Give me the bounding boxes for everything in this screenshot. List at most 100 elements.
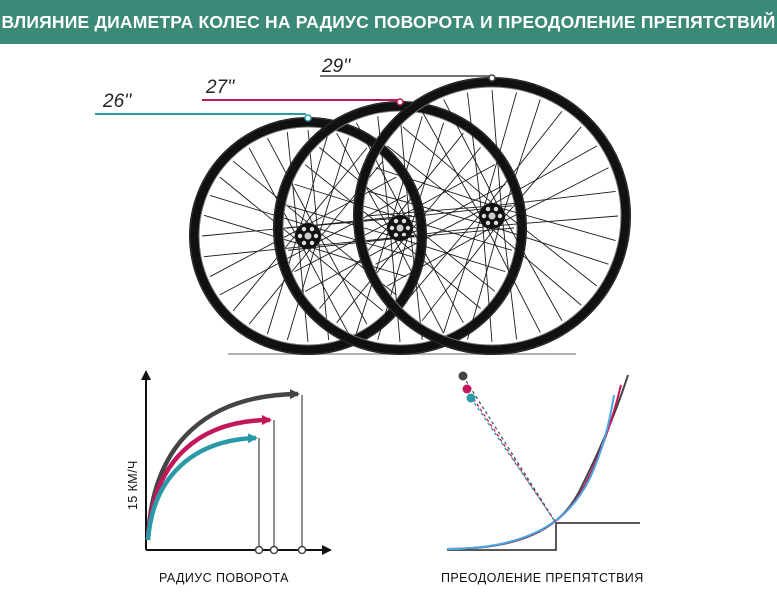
obstacle-x-label: ПРЕОДОЛЕНИЕ ПРЕПЯТСТВИЯ bbox=[441, 571, 644, 585]
spoke bbox=[487, 110, 563, 205]
spoke bbox=[301, 246, 349, 335]
spoke bbox=[491, 89, 502, 209]
hub-bolt bbox=[393, 218, 399, 224]
wheel-label-27: 27'' bbox=[205, 77, 236, 98]
spoke bbox=[298, 243, 309, 343]
spoke bbox=[410, 233, 423, 340]
spoke bbox=[303, 147, 368, 225]
hub-bolt bbox=[393, 232, 399, 238]
spoke bbox=[365, 206, 485, 217]
rim-inner-edge bbox=[198, 126, 418, 346]
wheel-27 bbox=[273, 98, 527, 355]
hub-axle bbox=[488, 212, 496, 220]
spoke bbox=[499, 215, 619, 226]
spoke bbox=[485, 226, 541, 333]
spoke bbox=[267, 239, 297, 335]
turn-marker-27 bbox=[269, 545, 279, 555]
obstacle-dash-27 bbox=[466, 388, 557, 524]
obstacle-dash-29 bbox=[462, 375, 557, 524]
spoke bbox=[482, 223, 493, 343]
spoke bbox=[288, 205, 391, 237]
spoke bbox=[400, 164, 496, 217]
hub-bolt bbox=[485, 220, 491, 226]
spoke bbox=[466, 225, 501, 340]
wheels-group bbox=[189, 74, 631, 355]
spoke bbox=[466, 92, 482, 211]
obstacle-step bbox=[447, 522, 640, 551]
spoke bbox=[377, 116, 390, 223]
hub-bolt bbox=[493, 220, 499, 226]
spoke bbox=[495, 227, 609, 265]
rim-inner-edge bbox=[362, 86, 622, 346]
spoke bbox=[232, 160, 310, 225]
wheel-label-29: 29'' bbox=[321, 56, 352, 77]
hub-bolt bbox=[313, 233, 319, 239]
hub-bolt bbox=[497, 213, 503, 219]
spoke bbox=[492, 145, 597, 205]
hub-bolt bbox=[481, 213, 487, 219]
spoke bbox=[503, 126, 582, 218]
spoke bbox=[219, 176, 297, 241]
spoke bbox=[503, 216, 563, 321]
obstacle-hub-29 bbox=[458, 371, 468, 381]
spoke bbox=[502, 221, 518, 340]
rim-top-marker bbox=[304, 114, 312, 122]
obstacle-hub-26 bbox=[466, 393, 476, 403]
hub-bolt bbox=[297, 233, 303, 239]
turn-curve-26 bbox=[145, 433, 258, 541]
spoke bbox=[319, 137, 349, 233]
hub-bolt bbox=[309, 240, 315, 246]
wheel-label-26: 26'' bbox=[102, 91, 133, 112]
obstacle-curve-26 bbox=[446, 394, 615, 550]
obstacle-chart: ПРЕОДОЛЕНИЕ ПРЕПЯТСТВИЯ bbox=[441, 371, 644, 585]
spoke bbox=[411, 147, 481, 230]
obstacle-hub-27 bbox=[462, 384, 472, 394]
turn-x-label: РАДИУС ПОВОРОТА bbox=[159, 571, 289, 585]
spoke bbox=[402, 126, 494, 205]
spoke bbox=[443, 99, 499, 206]
rim bbox=[273, 101, 527, 355]
turn-radius-chart: 15 КМ/Ч РАДИУС ПОВОРОТА bbox=[126, 370, 332, 585]
spoke bbox=[248, 147, 297, 236]
hub-bolt bbox=[309, 226, 315, 232]
spoke bbox=[421, 111, 481, 216]
spoke bbox=[368, 190, 483, 225]
spoke bbox=[248, 247, 313, 325]
hub-axle bbox=[304, 232, 312, 240]
spoke bbox=[219, 247, 308, 296]
spoke bbox=[375, 167, 489, 205]
wheel-29 bbox=[353, 74, 631, 355]
spoke bbox=[209, 195, 305, 225]
rim-inner-edge bbox=[282, 110, 518, 346]
hub-bolt bbox=[485, 206, 491, 212]
spoke bbox=[294, 183, 397, 217]
spoke bbox=[502, 167, 609, 223]
spoke bbox=[421, 227, 497, 322]
spoke bbox=[411, 228, 464, 324]
spoke bbox=[232, 234, 297, 312]
spoke bbox=[391, 116, 423, 219]
spoke bbox=[368, 226, 487, 242]
spoke bbox=[483, 92, 518, 207]
spoke bbox=[304, 239, 400, 292]
hub-bolt bbox=[401, 218, 407, 224]
spoke bbox=[497, 190, 616, 206]
spoke bbox=[375, 209, 482, 265]
title-banner: ВЛИЯНИЕ ДИАМЕТРА КОЛЕС НА РАДИУС ПОВОРОТ… bbox=[0, 0, 777, 44]
spoke bbox=[203, 246, 303, 258]
spoke bbox=[501, 207, 616, 242]
hub-bolt bbox=[405, 225, 411, 231]
spoke bbox=[319, 231, 397, 296]
spoke bbox=[490, 227, 582, 306]
spoke bbox=[377, 237, 409, 340]
spoke bbox=[503, 211, 598, 287]
spoke bbox=[443, 219, 481, 333]
spoke bbox=[503, 99, 541, 213]
spoke bbox=[319, 160, 384, 238]
rim-top-marker bbox=[396, 98, 404, 106]
spoke bbox=[411, 223, 496, 292]
obstacle-dash-26 bbox=[470, 397, 557, 524]
spoke bbox=[386, 145, 481, 221]
turn-marker-29 bbox=[297, 545, 307, 555]
